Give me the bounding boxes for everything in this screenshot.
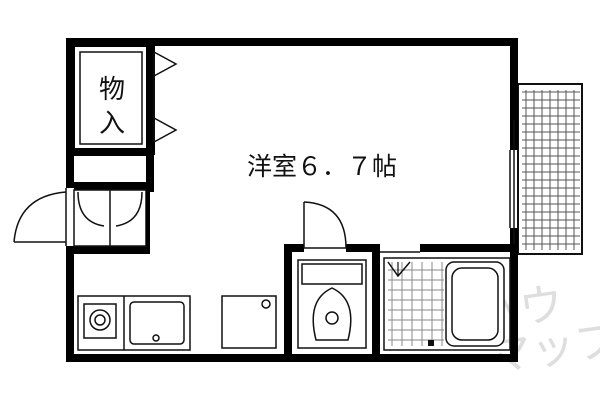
entrance-door xyxy=(13,188,67,246)
balcony-window xyxy=(509,120,519,245)
room-label-western: 洋室６．７帖 xyxy=(247,152,397,181)
fridge-space xyxy=(221,295,277,349)
toilet-room xyxy=(297,259,367,349)
storage-closet: 物 入 xyxy=(73,45,178,156)
bathtub xyxy=(445,261,505,347)
sink xyxy=(129,301,185,345)
storage-label-line2: 入 xyxy=(99,109,125,139)
toilet-door xyxy=(303,201,347,249)
interior-walls xyxy=(284,244,518,362)
storage-label-line1: 物 xyxy=(99,75,125,105)
balcony xyxy=(517,83,583,255)
entrance-shoe-closet xyxy=(73,156,154,247)
stove xyxy=(83,303,117,339)
bathroom xyxy=(380,251,511,351)
kitchen xyxy=(77,295,277,351)
toilet-bowl xyxy=(312,287,352,341)
